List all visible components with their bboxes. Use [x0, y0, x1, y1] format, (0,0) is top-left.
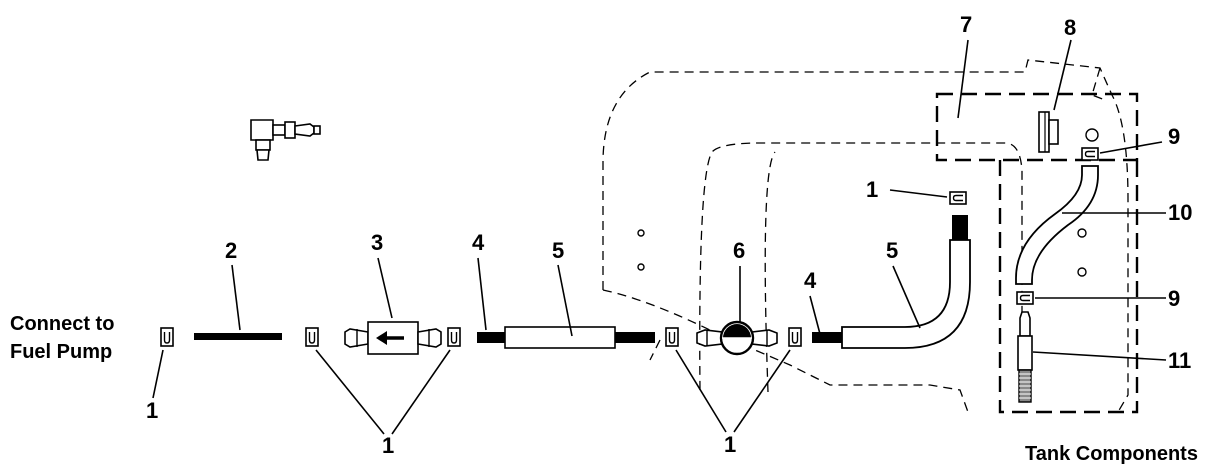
fuel-hose-4-tank-end: [952, 215, 968, 240]
callout-7: 7: [960, 12, 972, 37]
hose-clamp-1-pre-filter: [305, 327, 319, 347]
fuel-hose-4-right: [812, 332, 842, 343]
grommet-8: [1038, 111, 1059, 153]
hose-clamp-1-pre-valve: [665, 327, 679, 347]
callout-1-left: 1: [146, 398, 158, 423]
callout-8: 8: [1064, 15, 1076, 40]
caption-tank-components: Tank Components: [1025, 443, 1198, 465]
tank-top-dashed-box: [935, 92, 1139, 162]
callout-11: 11: [1168, 348, 1191, 373]
fuel-filter-3: [344, 321, 442, 355]
callout-3: 3: [371, 230, 383, 255]
fuel-hose-10: [1015, 165, 1099, 285]
callout-5-right: 5: [886, 238, 898, 263]
callout-4-right: 4: [804, 268, 817, 293]
leader-lines: [152, 39, 1167, 435]
caption-fuel-pump: Fuel Pump: [10, 341, 112, 363]
hose-clamp-1-tank: [949, 191, 967, 205]
hose-sleeve-5-right: [841, 239, 971, 349]
hose-clamp-1-post-filter: [447, 327, 461, 347]
elbow-fitting-7: [250, 119, 321, 161]
tank-side-dashed-box: [998, 160, 1139, 414]
frame-holes: [637, 128, 1099, 277]
fuel-hose-4-left-end: [615, 332, 655, 343]
hose-clamp-9-bottom: [1016, 291, 1034, 305]
pickup-tube-strainer-11: [1017, 311, 1033, 403]
callout-5-left: 5: [552, 238, 564, 263]
callout-1-tank: 1: [866, 177, 878, 202]
callout-1-pair: 1: [382, 433, 394, 458]
callout-9-bottom: 9: [1168, 286, 1180, 311]
fuel-hose-2: [194, 333, 282, 340]
fuel-hose-4-left: [477, 332, 505, 343]
hose-clamp-1-left: [160, 327, 174, 347]
caption-connect-to: Connect to: [10, 313, 114, 335]
callout-6: 6: [733, 238, 745, 263]
frame-outline: [602, 59, 1129, 413]
callout-4-left: 4: [472, 230, 485, 255]
hose-clamp-1-post-valve: [788, 327, 802, 347]
callout-1-valve: 1: [724, 432, 736, 457]
callout-9-top: 9: [1168, 124, 1180, 149]
callout-2: 2: [225, 238, 237, 263]
hose-sleeve-5-left: [504, 326, 616, 349]
hose-clamp-9-top: [1081, 147, 1099, 161]
callout-10: 10: [1168, 200, 1192, 225]
shutoff-valve-6: [696, 320, 778, 356]
